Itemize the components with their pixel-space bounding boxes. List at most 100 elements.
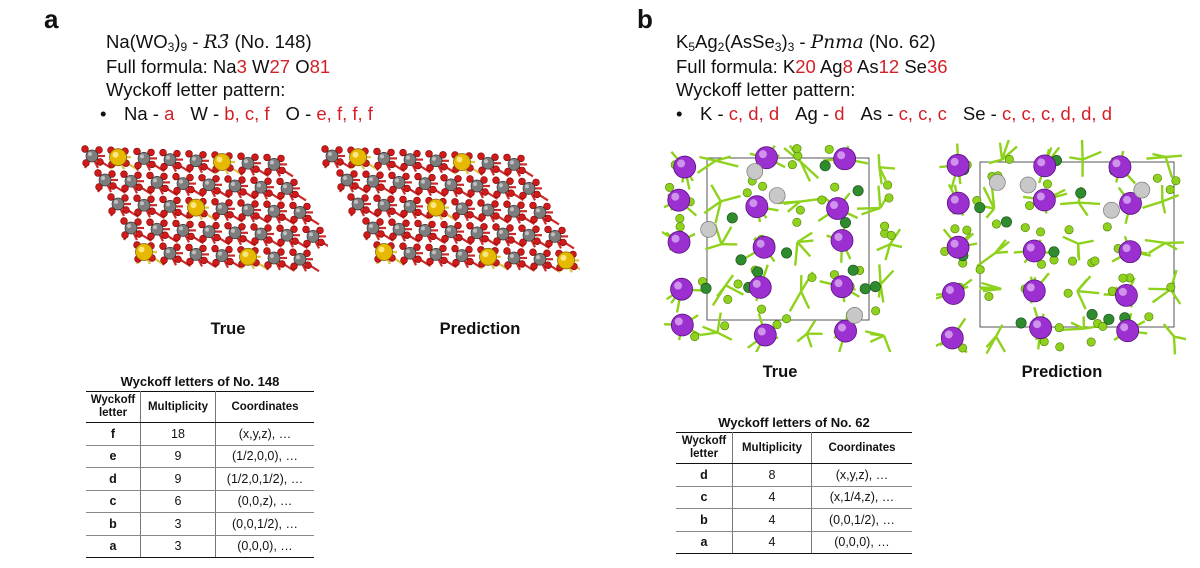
o-atom bbox=[226, 257, 234, 266]
o-atom bbox=[277, 191, 285, 200]
bond bbox=[799, 290, 811, 310]
o-atom bbox=[263, 200, 271, 208]
se-atom bbox=[962, 225, 972, 235]
atom-highlight bbox=[1112, 159, 1121, 168]
w-atom bbox=[366, 221, 380, 235]
w-atom bbox=[533, 206, 547, 219]
o-atom bbox=[172, 219, 180, 228]
se-atom bbox=[1090, 256, 1100, 266]
w-atom bbox=[254, 180, 268, 194]
o-atom bbox=[199, 151, 207, 159]
o-atom bbox=[109, 182, 117, 190]
o-atom bbox=[399, 242, 407, 250]
o-atom bbox=[198, 220, 206, 229]
atom-highlight bbox=[395, 178, 399, 183]
o-atom bbox=[517, 248, 525, 256]
na-atom bbox=[557, 251, 575, 270]
o-atom bbox=[174, 208, 182, 217]
o-atom bbox=[290, 225, 298, 233]
k-atom bbox=[946, 191, 970, 215]
o-atom bbox=[478, 213, 486, 221]
bond bbox=[1000, 140, 1011, 161]
k-atom bbox=[830, 275, 854, 299]
se-atom bbox=[792, 217, 802, 227]
as-atom bbox=[726, 212, 738, 224]
se-atom bbox=[675, 214, 685, 224]
o-atom bbox=[506, 177, 514, 185]
atom-highlight bbox=[560, 254, 567, 261]
o-atom bbox=[264, 177, 272, 185]
o-atom bbox=[507, 189, 515, 197]
se-atom bbox=[742, 188, 752, 198]
o-atom bbox=[277, 238, 285, 246]
se-atom bbox=[886, 230, 896, 240]
wyckoff-table-b: Wyckoff letters of No. 62 Wyckoff letter… bbox=[676, 415, 912, 554]
o-atom bbox=[388, 160, 396, 169]
o-atom bbox=[186, 220, 194, 229]
w-atom bbox=[228, 179, 242, 193]
atom-highlight bbox=[421, 179, 425, 184]
o-atom bbox=[440, 256, 448, 265]
ag-atom bbox=[988, 174, 1006, 191]
o-atom bbox=[426, 164, 434, 172]
ag-atom bbox=[700, 221, 717, 238]
atom-highlight bbox=[270, 160, 274, 165]
o-atom bbox=[186, 164, 194, 172]
o-atom bbox=[135, 230, 143, 238]
atom-highlight bbox=[231, 182, 235, 186]
atom-highlight bbox=[179, 226, 183, 231]
o-atom bbox=[481, 235, 489, 243]
w-atom bbox=[137, 198, 151, 212]
se-atom bbox=[824, 144, 834, 154]
o-atom bbox=[122, 206, 130, 214]
o-atom bbox=[543, 249, 551, 257]
bond bbox=[1169, 288, 1182, 305]
bond bbox=[882, 335, 892, 352]
o-atom bbox=[545, 239, 553, 248]
o-atom bbox=[199, 244, 207, 253]
o-atom bbox=[226, 211, 234, 219]
atom-highlight bbox=[674, 281, 683, 290]
o-atom bbox=[544, 214, 552, 223]
se-atom bbox=[1102, 222, 1112, 232]
o-atom bbox=[363, 231, 371, 239]
atom-highlight bbox=[473, 228, 477, 233]
o-atom bbox=[212, 221, 220, 230]
o-atom bbox=[347, 193, 355, 201]
atom-highlight bbox=[757, 327, 766, 336]
as-atom bbox=[700, 282, 712, 294]
table-caption-b: Wyckoff letters of No. 62 bbox=[718, 415, 870, 430]
as-atom bbox=[852, 185, 864, 197]
o-atom bbox=[185, 243, 193, 252]
se-atom bbox=[665, 182, 675, 192]
na-atom bbox=[187, 198, 205, 217]
bond bbox=[878, 264, 882, 285]
o-atom bbox=[212, 212, 220, 220]
crystal-structure-prediction-b bbox=[936, 140, 1186, 355]
atom-highlight bbox=[536, 208, 540, 213]
o-atom bbox=[224, 222, 232, 230]
o-atom bbox=[173, 233, 181, 242]
w-atom bbox=[351, 197, 365, 211]
bond bbox=[787, 200, 801, 213]
o-atom bbox=[213, 187, 221, 195]
o-atom bbox=[403, 184, 411, 193]
se-atom bbox=[1020, 223, 1030, 233]
o-atom bbox=[146, 171, 154, 180]
o-atom bbox=[289, 248, 297, 256]
o-atom bbox=[377, 230, 385, 238]
o-atom bbox=[336, 169, 344, 177]
o-atom bbox=[161, 231, 169, 239]
as-atom bbox=[1086, 309, 1098, 321]
atom-highlight bbox=[525, 184, 529, 189]
na-atom bbox=[213, 153, 231, 171]
o-atom bbox=[237, 152, 245, 160]
o-atom bbox=[481, 188, 489, 196]
o-atom bbox=[467, 236, 475, 244]
o-atom bbox=[351, 182, 359, 190]
bond bbox=[1172, 336, 1177, 355]
atom-highlight bbox=[88, 152, 92, 156]
o-atom bbox=[225, 245, 233, 254]
w-atom bbox=[150, 222, 164, 236]
atom-highlight bbox=[758, 150, 767, 159]
